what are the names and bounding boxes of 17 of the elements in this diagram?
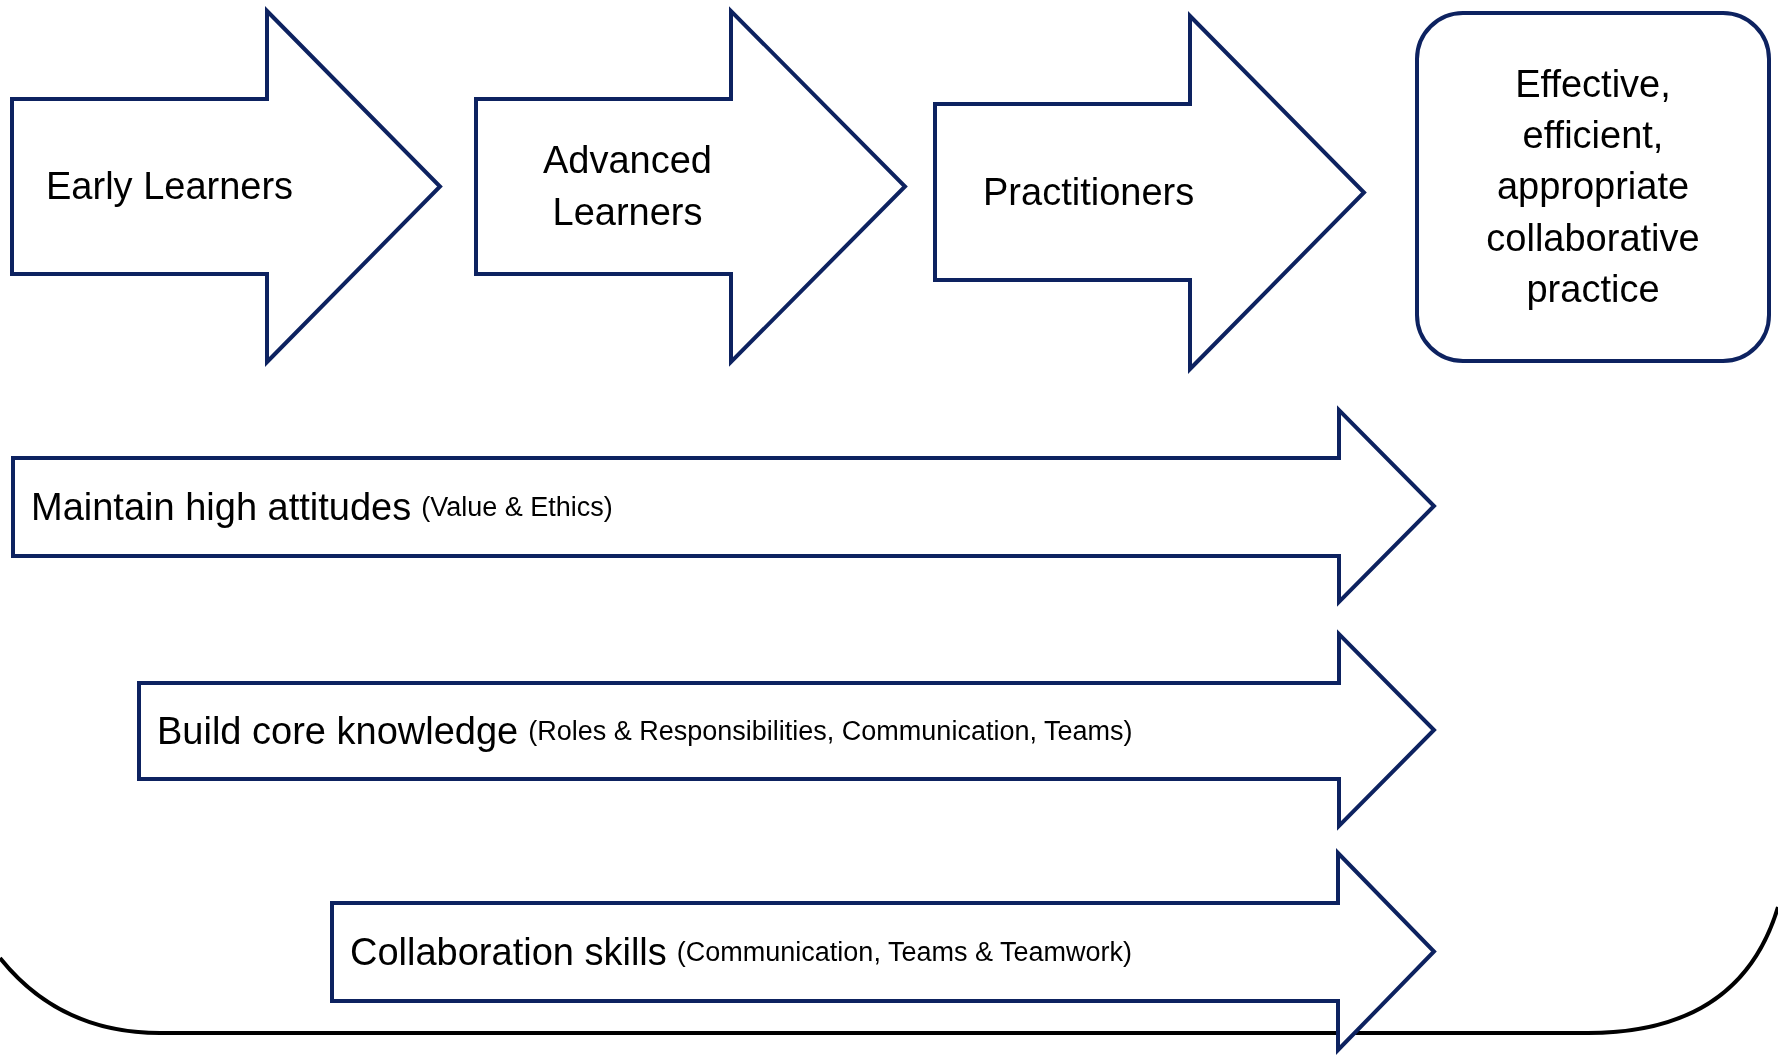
arrow-sublabel: (Roles & Responsibilities, Communication, Teams) (528, 715, 1133, 747)
stage-banner (10, 9, 442, 364)
arrow-label: Advanced Learners (542, 138, 713, 235)
arrow-label: Maintain high attitudes (31, 485, 412, 529)
arrow-label: Practitioners (983, 170, 1195, 214)
outcome-text: Effective, efficient, appropriate collaborative practice (1485, 61, 1701, 312)
outcome-box (1415, 11, 1771, 363)
arrow-label: Build core knowledge (157, 709, 519, 753)
arrow-sublabel: (Communication, Teams & Teamwork) (676, 936, 1132, 968)
arrow-sublabel: (Value & Ethics) (421, 491, 613, 523)
stage-banner (137, 632, 1436, 828)
stage-banner (933, 14, 1366, 371)
arrow-label: Collaboration skills (350, 930, 667, 974)
stage-banner (330, 851, 1436, 1052)
stage-banner (11, 408, 1436, 604)
stage-banner (474, 9, 907, 364)
arrow-label: Early Learners (46, 165, 294, 208)
